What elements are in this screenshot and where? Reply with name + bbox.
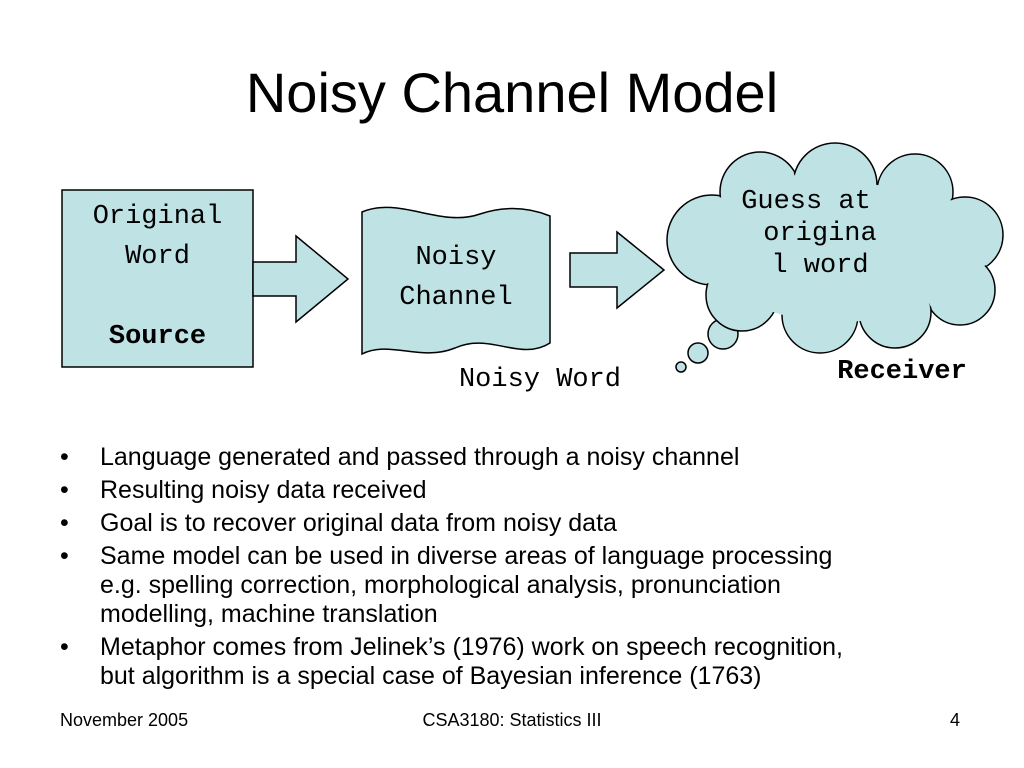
channel-caption: Noisy Word <box>458 365 622 395</box>
channel-box-text: Noisy Channel <box>362 238 550 318</box>
cloud-line2: origina <box>763 219 877 249</box>
footer-page-number: 4 <box>949 710 960 730</box>
noisy-channel-diagram <box>61 142 1004 373</box>
bullet-item: Same model can be used in diverse areas … <box>60 542 980 629</box>
bullet-item: Goal is to recover original data from no… <box>60 509 980 538</box>
channel-box-line1: Noisy <box>415 243 497 273</box>
receiver-label: Receiver <box>837 357 967 387</box>
receiver-cloud-fill <box>668 144 1002 352</box>
bullet-item: Resulting noisy data received <box>60 476 980 505</box>
cloud-line3: l word <box>771 251 869 281</box>
slide-title: Noisy Channel Model <box>245 61 779 124</box>
footer-course: CSA3180: Statistics III <box>422 710 602 730</box>
channel-to-receiver-arrow <box>569 230 666 310</box>
channel-box-line2: Channel <box>399 283 513 313</box>
source-box <box>61 189 254 368</box>
source-box-line2: Word <box>125 242 190 272</box>
source-box-text: Original Word Source <box>62 197 253 357</box>
bullet-item: Language generated and passed through a … <box>60 443 980 472</box>
cloud-line1: Guess at <box>741 187 871 217</box>
footer-date: November 2005 <box>60 710 189 730</box>
source-label: Source <box>108 322 207 352</box>
source-to-channel-arrow <box>252 234 350 324</box>
cloud-text: Guess at origina l word <box>720 186 920 282</box>
thought-dot-medium <box>687 342 709 364</box>
channel-box <box>361 206 551 356</box>
bullet-list: Language generated and passed through a … <box>60 443 980 695</box>
thought-dot-small <box>675 361 687 373</box>
bullet-item: Metaphor comes from Jelinek’s (1976) wor… <box>60 633 980 691</box>
source-box-line1: Original <box>92 202 223 232</box>
